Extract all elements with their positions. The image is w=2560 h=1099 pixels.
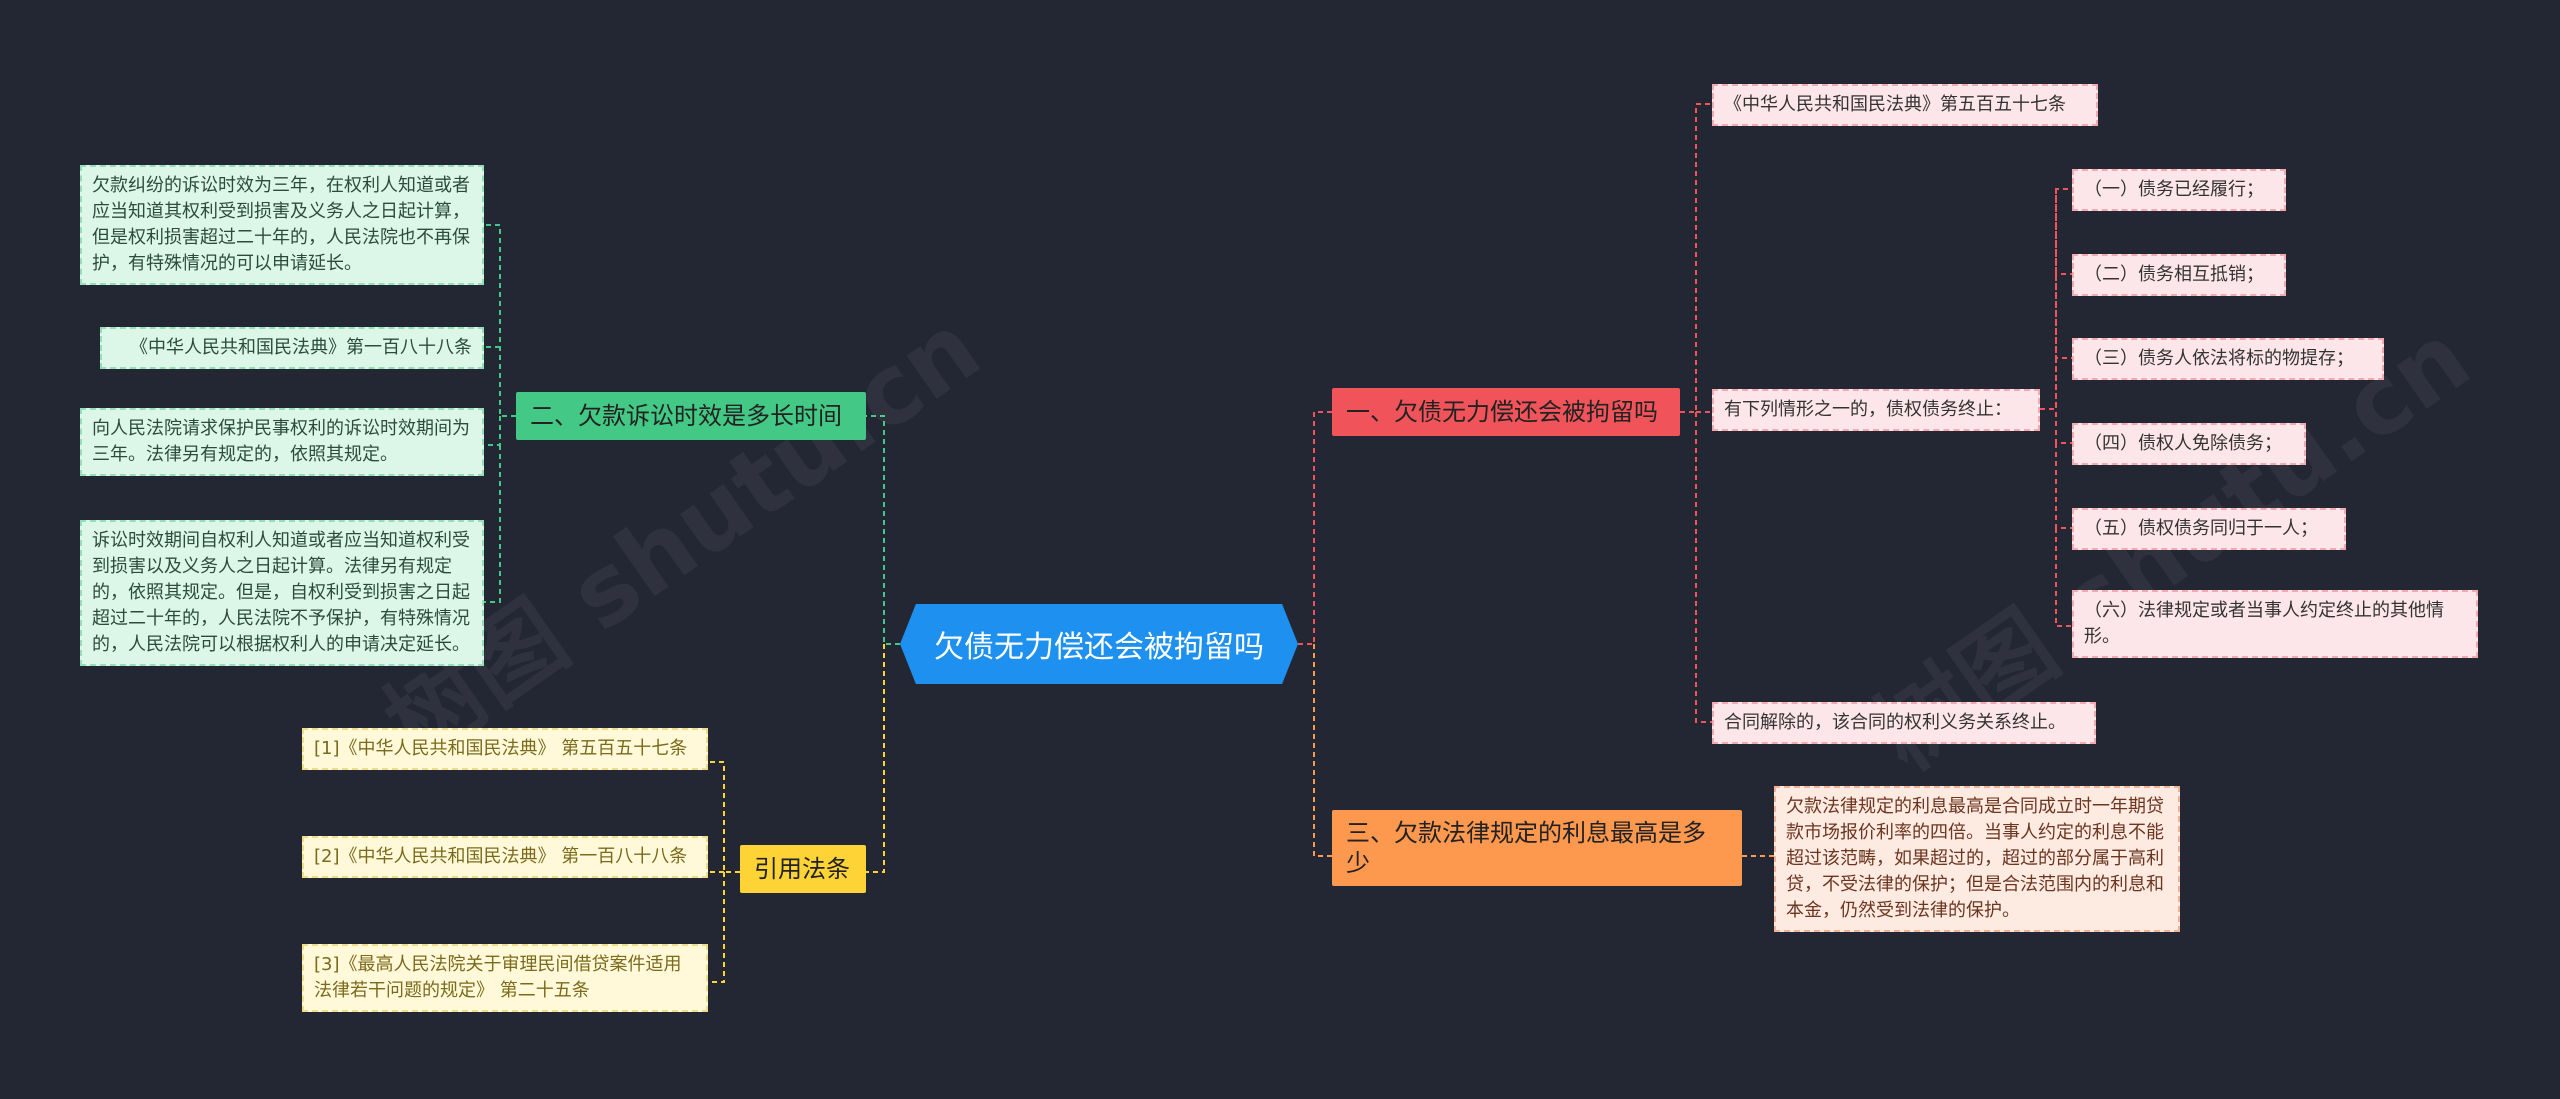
leaf-text: （二）债务相互抵销； xyxy=(2084,264,2264,285)
leaf-sub-3[interactable]: （三）债务人依法将标的物提存； xyxy=(2072,338,2384,380)
leaf-text: （三）债务人依法将标的物提存； xyxy=(2084,348,2354,369)
leaf-text: 诉讼时效期间自权利人知道或者应当知道权利受到损害以及义务人之日起计算。法律另有规… xyxy=(92,530,470,655)
leaf-text: 欠款纠纷的诉讼时效为三年，在权利人知道或者应当知道其权利受到损害及义务人之日起计… xyxy=(92,175,470,274)
leaf-sub-6[interactable]: （六）法律规定或者当事人约定终止的其他情形。 xyxy=(2072,590,2478,658)
branch-one-node[interactable]: 一、欠债无力偿还会被拘留吗 xyxy=(1332,388,1680,436)
leaf-cite-1[interactable]: [1]《中华人民共和国民法典》 第五百五十七条 xyxy=(302,728,708,770)
leaf-cite-2[interactable]: [2]《中华人民共和国民法典》 第一百八十八条 xyxy=(302,836,708,878)
root-label: 欠债无力偿还会被拘留吗 xyxy=(934,630,1264,665)
leaf-sub-1[interactable]: （一）债务已经履行； xyxy=(2072,169,2286,211)
leaf-text: 欠款法律规定的利息最高是合同成立时一年期贷款市场报价利率的四倍。当事人约定的利息… xyxy=(1786,796,2164,921)
leaf-termination-conditions[interactable]: 有下列情形之一的，债权债务终止： xyxy=(1712,389,2040,431)
branch-cite-node[interactable]: 引用法条 xyxy=(740,845,866,893)
leaf-text: （四）债权人免除债务； xyxy=(2084,433,2282,454)
leaf-civil-code-557[interactable]: 《中华人民共和国民法典》第五百五十七条 xyxy=(1712,84,2098,126)
leaf-limitation-period[interactable]: 欠款纠纷的诉讼时效为三年，在权利人知道或者应当知道其权利受到损害及义务人之日起计… xyxy=(80,165,484,285)
leaf-text: 合同解除的，该合同的权利义务关系终止。 xyxy=(1724,712,2066,733)
leaf-text: （六）法律规定或者当事人约定终止的其他情形。 xyxy=(2084,600,2444,647)
leaf-sub-5[interactable]: （五）债权债务同归于一人； xyxy=(2072,508,2346,550)
leaf-text: 有下列情形之一的，债权债务终止： xyxy=(1724,399,2012,420)
branch-three-node[interactable]: 三、欠款法律规定的利息最高是多少 xyxy=(1332,810,1742,886)
leaf-sub-4[interactable]: （四）债权人免除债务； xyxy=(2072,423,2306,465)
root-node[interactable]: 欠债无力偿还会被拘留吗 xyxy=(900,604,1298,684)
leaf-contract-dissolution[interactable]: 合同解除的，该合同的权利义务关系终止。 xyxy=(1712,702,2096,744)
leaf-text: 向人民法院请求保护民事权利的诉讼时效期间为三年。法律另有规定的，依照其规定。 xyxy=(92,418,470,465)
branch-one-label: 一、欠债无力偿还会被拘留吗 xyxy=(1346,398,1658,426)
leaf-cite-3[interactable]: [3]《最高人民法院关于审理民间借贷案件适用法律若干问题的规定》 第二十五条 xyxy=(302,944,708,1012)
branch-two-label: 二、欠款诉讼时效是多长时间 xyxy=(530,402,842,430)
leaf-text: 《中华人民共和国民法典》第一百八十八条 xyxy=(130,337,472,358)
leaf-text: 《中华人民共和国民法典》第五百五十七条 xyxy=(1724,94,2066,115)
branch-two-node[interactable]: 二、欠款诉讼时效是多长时间 xyxy=(516,392,866,440)
leaf-period-start[interactable]: 诉讼时效期间自权利人知道或者应当知道权利受到损害以及义务人之日起计算。法律另有规… xyxy=(80,520,484,666)
leaf-interest-limit[interactable]: 欠款法律规定的利息最高是合同成立时一年期贷款市场报价利率的四倍。当事人约定的利息… xyxy=(1774,786,2180,932)
leaf-text: [3]《最高人民法院关于审理民间借贷案件适用法律若干问题的规定》 第二十五条 xyxy=(314,954,682,1001)
leaf-civil-code-188[interactable]: 《中华人民共和国民法典》第一百八十八条 xyxy=(100,327,484,369)
branch-three-label: 三、欠款法律规定的利息最高是多少 xyxy=(1346,819,1706,877)
branch-cite-label: 引用法条 xyxy=(754,855,850,883)
leaf-text: [2]《中华人民共和国民法典》 第一百八十八条 xyxy=(314,846,688,867)
leaf-text: （五）债权债务同归于一人； xyxy=(2084,518,2318,539)
leaf-text: （一）债务已经履行； xyxy=(2084,179,2264,200)
leaf-sub-2[interactable]: （二）债务相互抵销； xyxy=(2072,254,2286,296)
leaf-text: [1]《中华人民共和国民法典》 第五百五十七条 xyxy=(314,738,688,759)
leaf-three-years[interactable]: 向人民法院请求保护民事权利的诉讼时效期间为三年。法律另有规定的，依照其规定。 xyxy=(80,408,484,476)
